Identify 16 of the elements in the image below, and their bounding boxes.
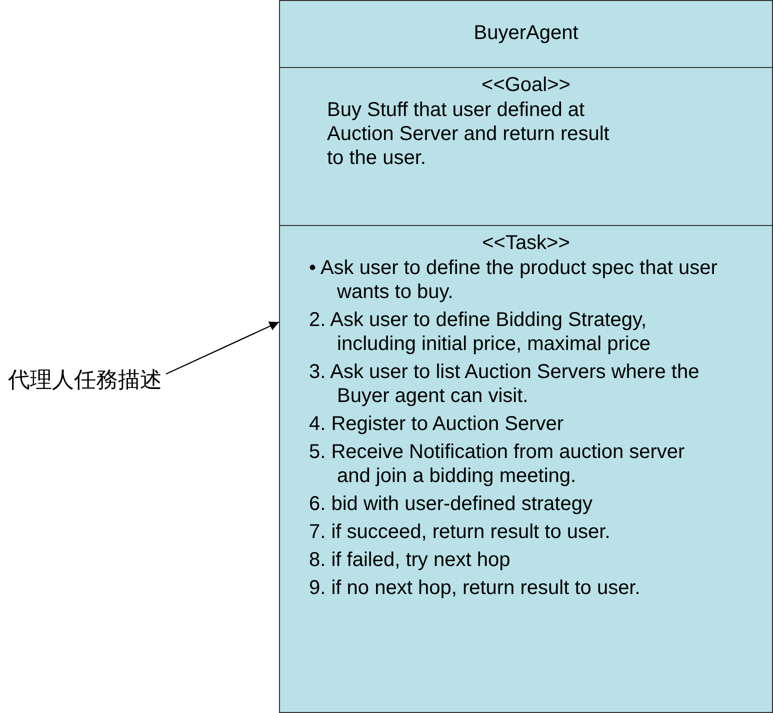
task-item: 7. if succeed, return result to user. bbox=[309, 520, 612, 544]
goal-text: Buy Stuff that user defined at Auction Server and return result to the user. bbox=[327, 98, 610, 170]
class-name: BuyerAgent bbox=[472, 21, 580, 45]
arrow bbox=[166, 321, 280, 375]
task-item: 4. Register to Auction Server bbox=[309, 412, 565, 436]
task-item: 6. bid with user-defined strategy bbox=[309, 492, 594, 516]
task-item: 3. Ask user to list Auction Servers where the Buyer agent can visit. bbox=[309, 360, 700, 408]
task-item: 9. if no next hop, return result to user. bbox=[309, 576, 642, 600]
annotation-text: 代理人任務描述 bbox=[8, 368, 162, 392]
task-item: • Ask user to define the product spec that user wants to buy. bbox=[309, 256, 718, 304]
stereotype-label: <<Goal>> bbox=[480, 73, 572, 97]
task-item: 8. if failed, try next hop bbox=[309, 548, 512, 572]
task-item: 2. Ask user to define Bidding Strategy, including initial price, maximal price bbox=[309, 308, 652, 356]
task-item: 5. Receive Notification from auction server and join a bidding meeting. bbox=[309, 440, 686, 488]
stereotype-label: <<Task>> bbox=[481, 231, 571, 255]
class-box bbox=[279, 0, 773, 713]
